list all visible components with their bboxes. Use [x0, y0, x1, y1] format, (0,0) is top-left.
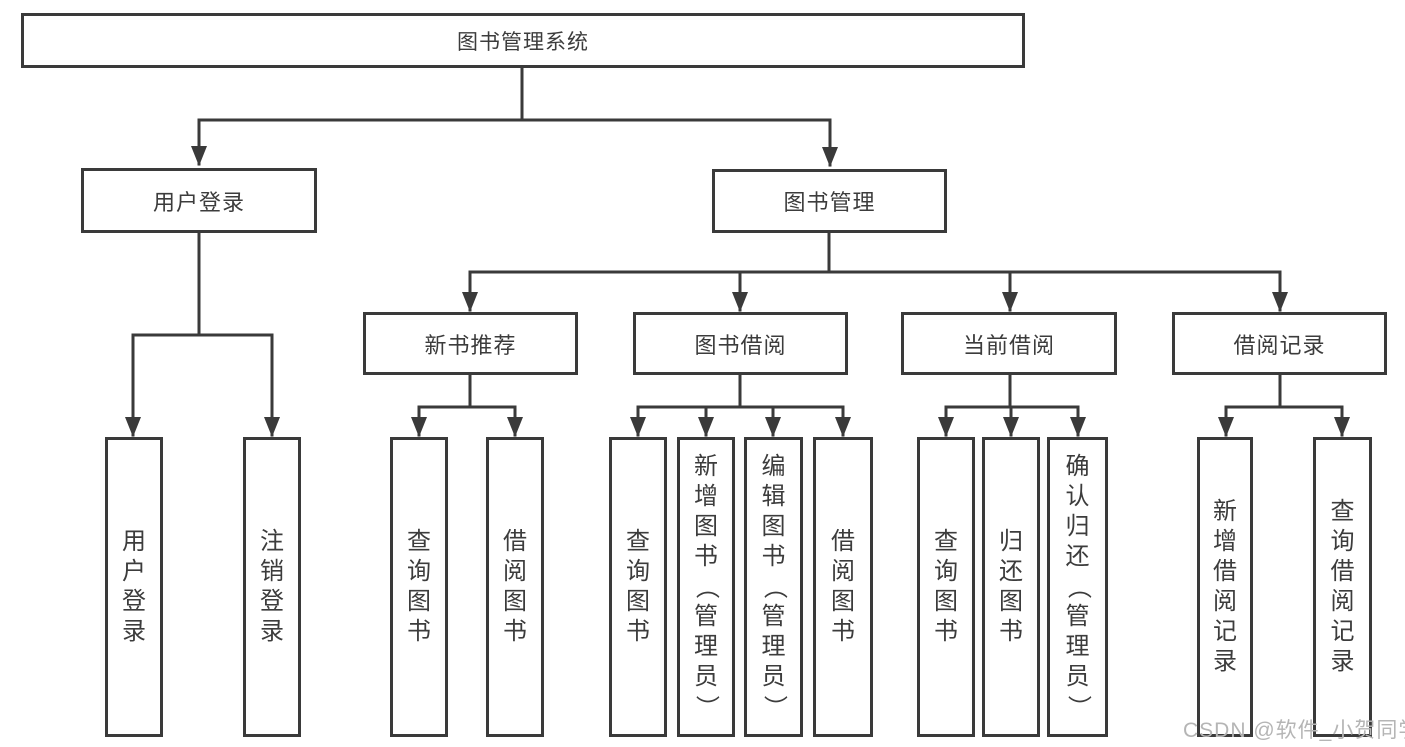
node-leaf-user-login: 用户登录: [105, 437, 163, 737]
node-leaf-confirm-return-label: 确认归还（管理员）: [1064, 453, 1092, 719]
node-book-mgmt-label: 图书管理: [783, 190, 876, 215]
node-book-mgmt: 图书管理: [712, 169, 947, 233]
node-leaf-query-book-borrow-label: 查询图书: [626, 528, 650, 645]
node-book-borrow-label: 图书借阅: [694, 332, 787, 358]
node-leaf-logout-label: 注销登录: [260, 528, 284, 645]
node-leaf-add-book-label: 新增图书（管理员）: [693, 453, 720, 719]
node-book-borrow: 图书借阅: [633, 312, 848, 375]
node-leaf-return-book: 归还图书: [982, 437, 1040, 737]
node-leaf-user-login-label: 用户登录: [122, 528, 146, 645]
node-leaf-edit-book-label: 编辑图书（管理员）: [760, 453, 788, 719]
node-current-borrow: 当前借阅: [901, 312, 1117, 375]
node-leaf-borrow-book-rec-label: 借阅图书: [503, 528, 527, 645]
node-leaf-add-borrow-record-label: 新增借阅记录: [1213, 498, 1237, 675]
node-root-label: 图书管理系统: [457, 30, 589, 54]
node-leaf-return-book-label: 归还图书: [999, 528, 1023, 645]
node-leaf-logout: 注销登录: [243, 437, 301, 737]
node-leaf-query-book-rec-label: 查询图书: [407, 528, 431, 645]
node-leaf-borrow-book: 借阅图书: [813, 437, 873, 737]
node-leaf-query-book-current-label: 查询图书: [934, 528, 958, 645]
node-user-login: 用户登录: [81, 168, 317, 233]
node-leaf-query-book-borrow: 查询图书: [609, 437, 667, 737]
node-user-login-label: 用户登录: [152, 189, 245, 215]
node-new-book-rec-label: 新书推荐: [424, 332, 517, 358]
node-root: 图书管理系统: [21, 13, 1025, 68]
node-leaf-query-borrow-record-label: 查询借阅记录: [1330, 498, 1355, 675]
node-current-borrow-label: 当前借阅: [962, 332, 1055, 358]
node-leaf-query-book-rec: 查询图书: [390, 437, 448, 737]
csdn-watermark: CSDN @软件_小贺同学: [1183, 719, 1405, 742]
node-leaf-edit-book: 编辑图书（管理员）: [744, 437, 803, 737]
node-new-book-rec: 新书推荐: [363, 312, 578, 375]
node-leaf-query-borrow-record: 查询借阅记录: [1313, 437, 1372, 737]
node-leaf-query-book-current: 查询图书: [917, 437, 975, 737]
node-leaf-borrow-book-label: 借阅图书: [831, 528, 855, 645]
node-leaf-borrow-book-rec: 借阅图书: [486, 437, 544, 737]
node-borrow-records: 借阅记录: [1172, 312, 1387, 375]
node-leaf-add-borrow-record: 新增借阅记录: [1197, 437, 1253, 737]
node-borrow-records-label: 借阅记录: [1233, 332, 1326, 358]
node-leaf-confirm-return: 确认归还（管理员）: [1047, 437, 1108, 737]
node-leaf-add-book: 新增图书（管理员）: [677, 437, 735, 737]
